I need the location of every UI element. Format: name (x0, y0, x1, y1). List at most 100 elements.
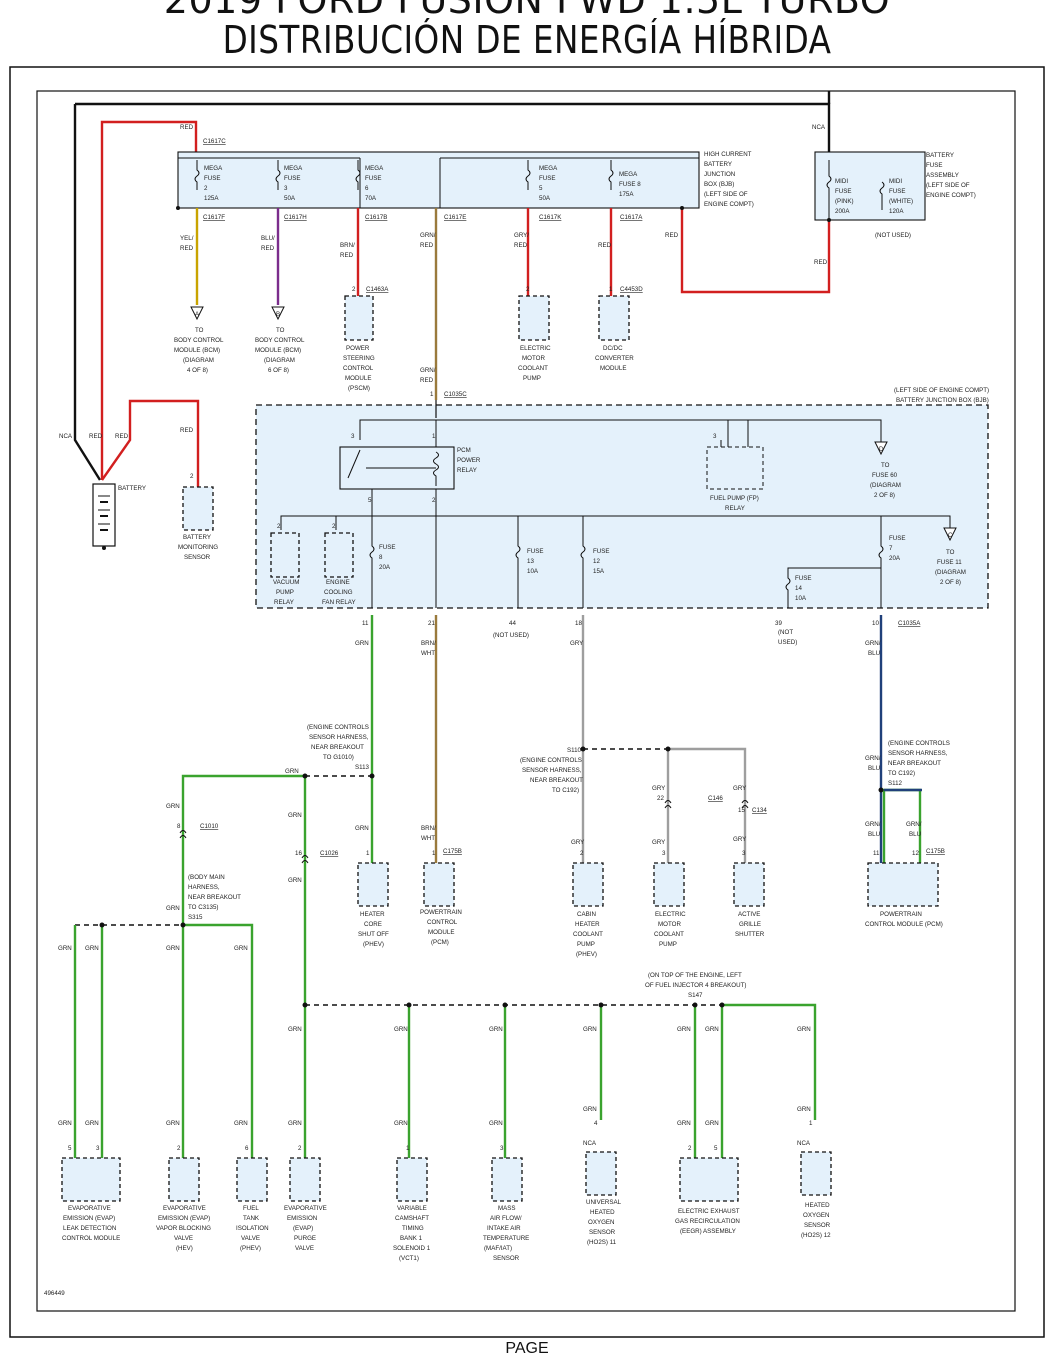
svg-text:FUSE: FUSE (593, 548, 610, 555)
svg-text:(NOT USED): (NOT USED) (493, 632, 529, 639)
svg-text:RED: RED (814, 259, 828, 266)
fuse-icon (194, 160, 614, 190)
engine-cooling-fan-relay (324, 532, 354, 578)
svg-text:CONVERTER: CONVERTER (595, 355, 634, 362)
target-b-icon (271, 306, 285, 321)
svg-text:TANK: TANK (243, 1215, 260, 1222)
svg-text:FUSE: FUSE (204, 175, 221, 182)
svg-text:2: 2 (580, 850, 584, 857)
svg-text:11: 11 (362, 620, 369, 627)
svg-text:C1617B: C1617B (365, 214, 387, 221)
svg-text:BLU/: BLU/ (261, 235, 275, 242)
svg-text:(PHEV): (PHEV) (240, 1245, 261, 1252)
svg-text:OXYGEN: OXYGEN (588, 1219, 614, 1226)
svg-text:C1035C: C1035C (444, 391, 467, 398)
svg-text:GRN: GRN (489, 1120, 503, 1127)
svg-text:EVAPORATIVE: EVAPORATIVE (163, 1205, 206, 1212)
svg-text:RED: RED (514, 242, 528, 249)
svg-text:GRN: GRN (489, 1026, 503, 1033)
svg-text:USED): USED) (778, 639, 797, 646)
module-pcm-c175b (423, 862, 455, 907)
svg-text:CORE: CORE (364, 921, 382, 928)
svg-text:RED: RED (180, 427, 194, 434)
svg-text:PCM: PCM (457, 447, 471, 454)
svg-text:10A: 10A (527, 568, 539, 575)
pcm-power-relay (339, 446, 455, 490)
svg-text:11: 11 (873, 850, 880, 857)
svg-text:HEATED: HEATED (805, 1202, 830, 1209)
svg-text:(PSCM): (PSCM) (348, 385, 370, 392)
svg-text:(LEFT SIDE OF ENGINE COMPT): (LEFT SIDE OF ENGINE COMPT) (894, 387, 989, 394)
svg-text:22: 22 (657, 795, 664, 802)
svg-text:TO G1010): TO G1010) (323, 754, 354, 761)
svg-text:21: 21 (428, 620, 435, 627)
svg-text:2: 2 (190, 473, 194, 480)
svg-text:5: 5 (714, 1145, 718, 1152)
svg-text:TO C192): TO C192) (888, 770, 915, 777)
svg-text:EVAPORATIVE: EVAPORATIVE (68, 1205, 111, 1212)
bjb-box (177, 151, 700, 209)
svg-text:GRN: GRN (166, 803, 180, 810)
svg-text:FUSE: FUSE (539, 175, 556, 182)
target-a-icon (190, 306, 204, 321)
svg-text:RED: RED (420, 242, 434, 249)
page-title-top: 2019 FORD FUSION FWD 1.5L TURBO (163, 0, 891, 22)
svg-text:OF FUEL INJECTOR 4 BREAKOUT): OF FUEL INJECTOR 4 BREAKOUT) (645, 982, 746, 989)
svg-text:MEGA: MEGA (619, 171, 638, 178)
svg-text:ELECTRIC EXHAUST: ELECTRIC EXHAUST (678, 1208, 740, 1215)
svg-text:GRY: GRY (733, 785, 746, 792)
svg-text:8: 8 (177, 823, 181, 830)
svg-text:GRN: GRN (288, 1120, 302, 1127)
svg-text:S113: S113 (355, 764, 370, 771)
svg-text:PUMP: PUMP (659, 941, 677, 948)
svg-text:C1617K: C1617K (539, 214, 562, 221)
svg-text:(EEGR) ASSEMBLY: (EEGR) ASSEMBLY (680, 1228, 736, 1235)
svg-text:1: 1 (366, 850, 370, 857)
svg-text:1: 1 (432, 433, 436, 440)
svg-text:14: 14 (795, 585, 802, 592)
svg-text:GRN: GRN (234, 945, 248, 952)
battery-icon (92, 483, 116, 550)
svg-text:1: 1 (432, 850, 436, 857)
svg-text:EMISSION (EVAP): EMISSION (EVAP) (63, 1215, 115, 1222)
inner-frame (36, 90, 1016, 1312)
svg-text:GRY: GRY (571, 839, 584, 846)
svg-text:(PHEV): (PHEV) (576, 951, 597, 958)
svg-text:FUSE: FUSE (889, 188, 906, 195)
svg-text:POWERTRAIN: POWERTRAIN (880, 911, 922, 918)
svg-text:FUSE: FUSE (835, 188, 852, 195)
svg-text:GRY: GRY (652, 785, 665, 792)
module-fuel-tank-isolation (236, 1157, 268, 1202)
svg-text:WHT: WHT (421, 835, 435, 842)
svg-text:TO C3135): TO C3135) (188, 904, 219, 911)
svg-text:(DIAGRAM: (DIAGRAM (264, 357, 295, 364)
outer-frame (9, 66, 1045, 1338)
svg-text:C1617F: C1617F (203, 214, 225, 221)
svg-text:GRN: GRN (797, 1106, 811, 1113)
svg-text:GAS RECIRCULATION: GAS RECIRCULATION (675, 1218, 740, 1225)
svg-text:GRN: GRN (58, 1120, 72, 1127)
wire-red-bfa (680, 208, 831, 294)
svg-text:1: 1 (430, 391, 434, 398)
svg-text:MODULE: MODULE (345, 375, 371, 382)
svg-text:5: 5 (539, 185, 543, 192)
svg-text:AIR FLOW/: AIR FLOW/ (490, 1215, 522, 1222)
svg-text:RED: RED (89, 433, 103, 440)
svg-text:GRN/: GRN/ (420, 232, 436, 239)
svg-text:GRN: GRN (58, 945, 72, 952)
svg-text:GRN: GRN (394, 1120, 408, 1127)
svg-text:15A: 15A (593, 568, 605, 575)
svg-text:GRN: GRN (797, 1026, 811, 1033)
svg-text:WHT: WHT (421, 650, 435, 657)
svg-text:YEL/: YEL/ (180, 235, 194, 242)
svg-text:GRN: GRN (85, 1120, 99, 1127)
connector-icons (179, 800, 749, 864)
svg-text:BATTERY: BATTERY (183, 534, 211, 541)
svg-text:FUSE 60: FUSE 60 (872, 472, 898, 479)
svg-text:BLU: BLU (868, 650, 880, 657)
svg-text:4: 4 (594, 1120, 598, 1127)
svg-text:GRILLE: GRILLE (739, 921, 761, 928)
svg-text:3: 3 (284, 185, 288, 192)
svg-text:3: 3 (742, 850, 746, 857)
svg-text:NCA: NCA (797, 1140, 811, 1147)
